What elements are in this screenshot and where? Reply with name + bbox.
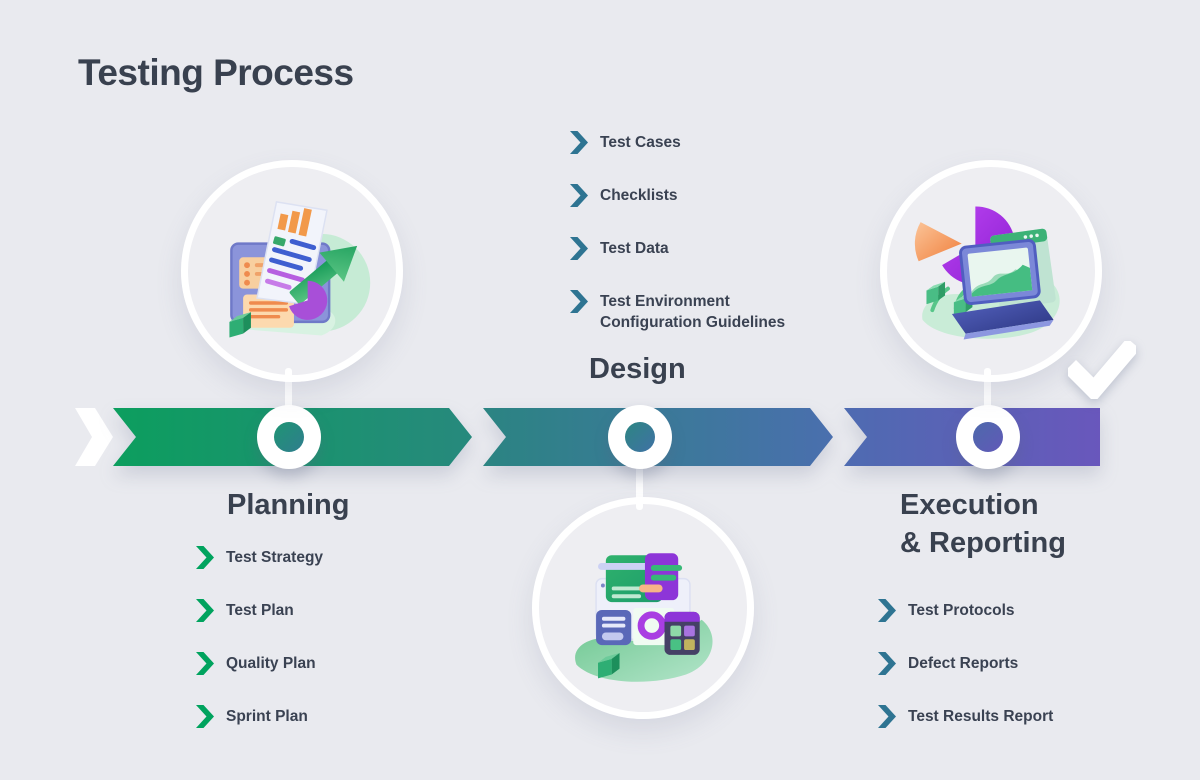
chevron-bullet-icon — [196, 652, 214, 675]
planning-node-marker — [257, 405, 321, 469]
list-item: Test Data — [570, 237, 825, 260]
list-item: Checklists — [570, 184, 825, 207]
design-illustration-circle — [532, 497, 754, 719]
list-item: Test Strategy — [196, 546, 323, 569]
planning-illustration-circle — [181, 160, 403, 382]
execution-items-list: Test Protocols Defect Reports Test Resul… — [878, 599, 1053, 728]
execution-laptop-pie-illustration-icon — [914, 206, 1060, 340]
page-title: Testing Process — [78, 52, 354, 93]
list-item: Test Cases — [570, 131, 825, 154]
design-connector-line — [636, 460, 643, 510]
chevron-bullet-icon — [570, 184, 588, 207]
chevron-bullet-icon — [570, 290, 588, 313]
list-item: Quality Plan — [196, 652, 323, 675]
planning-connector-line — [285, 368, 292, 414]
execution-illustration-circle — [880, 160, 1102, 382]
chevron-bullet-icon — [570, 131, 588, 154]
design-ui-cards-illustration-icon — [575, 553, 713, 682]
chevron-bullet-icon — [878, 705, 896, 728]
list-item: Test Results Report — [878, 705, 1053, 728]
design-items-list: Test Cases Checklists Test Data Test Env… — [570, 131, 825, 333]
list-item: Test Environment Configuration Guideline… — [570, 290, 825, 333]
chevron-bullet-icon — [878, 652, 896, 675]
planning-growth-chart-illustration-icon — [229, 201, 371, 338]
execution-connector-line — [984, 368, 991, 414]
execution-heading: Execution & Reporting — [900, 489, 1066, 559]
list-item: Defect Reports — [878, 652, 1053, 675]
chevron-bullet-icon — [196, 599, 214, 622]
list-item: Test Plan — [196, 599, 323, 622]
list-item: Test Protocols — [878, 599, 1053, 622]
design-heading: Design — [589, 353, 686, 385]
chevron-bullet-icon — [196, 546, 214, 569]
design-node-marker — [608, 405, 672, 469]
execution-node-marker — [956, 405, 1020, 469]
chevron-bullet-icon — [878, 599, 896, 622]
planning-heading: Planning — [227, 489, 350, 521]
chevron-bullet-icon — [570, 237, 588, 260]
planning-items-list: Test Strategy Test Plan Quality Plan Spr… — [196, 546, 323, 728]
chevron-bullet-icon — [196, 705, 214, 728]
list-item: Sprint Plan — [196, 705, 323, 728]
timeline-start-chevron-icon — [75, 408, 113, 466]
checkmark-icon — [1068, 341, 1136, 399]
